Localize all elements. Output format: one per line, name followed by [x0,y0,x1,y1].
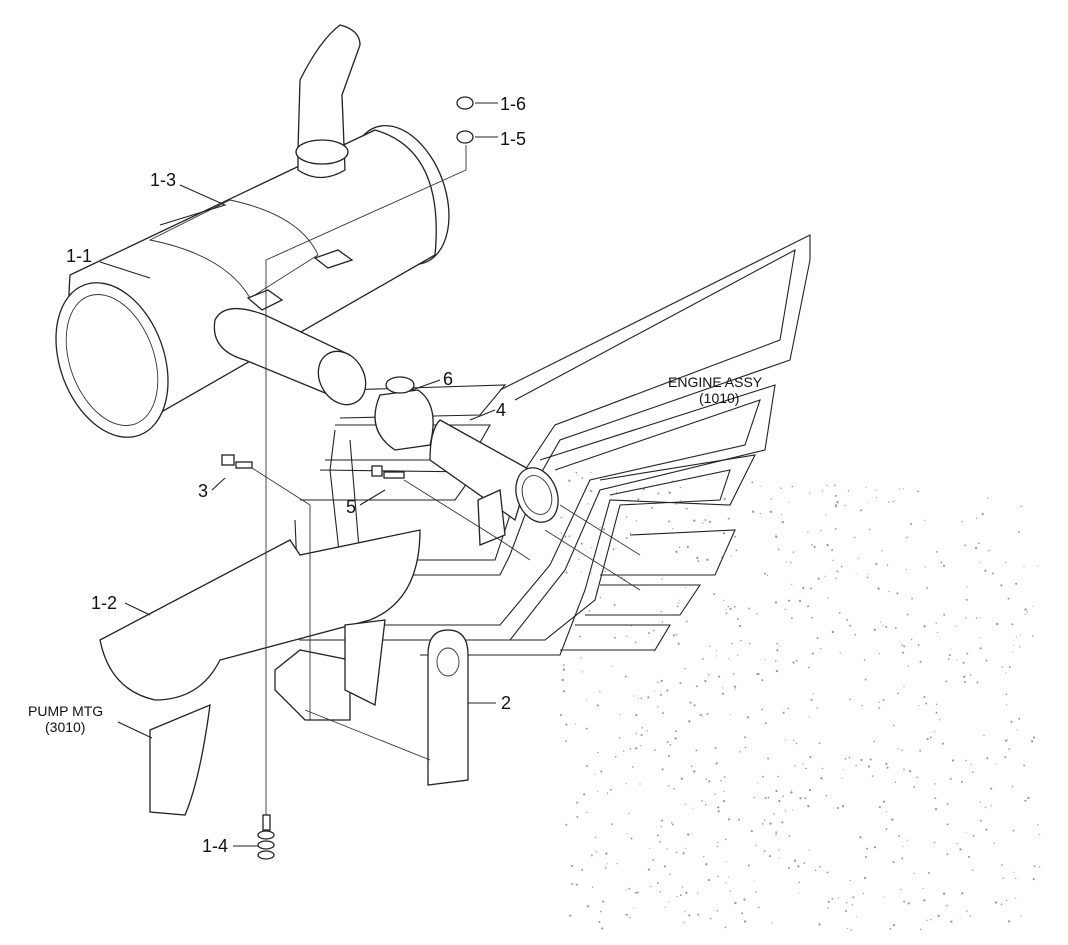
callout-1-3: 1-3 [150,170,176,190]
engine-assy-code: (1010) [699,390,739,406]
pump-mtg-label: PUMP MTG [28,703,103,719]
callout-3: 3 [198,481,208,501]
callout-1-4: 1-4 [202,836,228,856]
pump-mtg-code: (3010) [45,719,85,735]
callout-2: 2 [501,693,511,713]
callout-6: 6 [443,369,453,389]
callout-1-5: 1-5 [500,129,526,149]
assembly-leader-lines [251,145,641,815]
callout-leader-lines [99,102,498,847]
callout-1-6: 1-6 [500,94,526,114]
scan-speckle [559,471,1041,931]
callout-5: 5 [346,497,356,517]
callout-labels: 1-1 1-3 1-6 1-5 6 4 3 5 1-2 2 1-4 ENGINE… [28,94,763,856]
bolt-1-4 [257,814,275,860]
support-bracket [427,629,469,786]
callout-4: 4 [496,400,506,420]
washer-1-5 [456,130,474,144]
bolt-5 [371,465,405,479]
muffler-cradle [99,529,421,816]
bracket-hole [436,647,460,677]
nut-1-6 [456,96,474,110]
exhaust-pipe-and-clamp [374,376,559,546]
callout-1-2: 1-2 [91,593,117,613]
engine-assy-label: ENGINE ASSY [668,374,763,390]
muffler-body [55,24,450,438]
callout-1-1: 1-1 [66,246,92,266]
bolt-3 [221,454,253,469]
